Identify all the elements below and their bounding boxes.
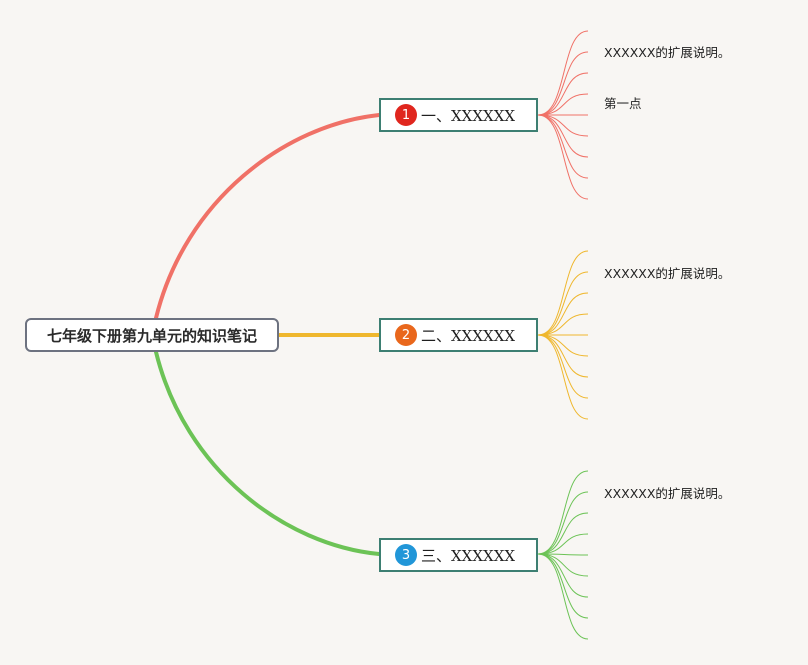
leaf-connector <box>537 470 589 555</box>
leaf-connector <box>537 334 589 420</box>
leaf-connector <box>537 93 589 116</box>
branch-topic-1-label: 一、XXXXXX <box>421 106 516 125</box>
central-topic-label: 七年级下册第九单元的知识笔记 <box>46 326 257 345</box>
leaf-connector <box>537 292 589 336</box>
branch-1-note-2[interactable]: 第一点 <box>604 96 642 111</box>
leaf-connector <box>537 114 589 158</box>
leaf-connector <box>537 512 589 555</box>
leaf-connector <box>537 250 589 336</box>
number-3-icon: 3 <box>395 544 417 566</box>
leaf-connector <box>537 51 589 116</box>
leaf-connector <box>537 533 589 555</box>
leaf-connector <box>537 334 589 378</box>
leaf-connector <box>537 334 589 357</box>
leaf-fans <box>537 30 589 640</box>
connector-branch-1 <box>154 113 381 320</box>
branch-2-note-1[interactable]: XXXXXX的扩展说明。 <box>604 266 731 281</box>
branch-topic-3-label: 三、XXXXXX <box>421 546 516 565</box>
leaf-connector <box>537 491 589 555</box>
leaf-connector <box>537 72 589 116</box>
branch-topic-3[interactable]: 3 三、XXXXXX <box>379 538 538 572</box>
branch-topic-2[interactable]: 2 二、XXXXXX <box>379 318 538 352</box>
leaf-connector <box>537 114 589 200</box>
branch-topic-2-label: 二、XXXXXX <box>421 326 516 345</box>
connector-branch-3 <box>154 350 381 556</box>
leaf-connector <box>537 30 589 116</box>
branch-3-note-1[interactable]: XXXXXX的扩展说明。 <box>604 486 731 501</box>
leaf-connector <box>537 313 589 336</box>
number-1-icon: 1 <box>395 104 417 126</box>
number-2-icon: 2 <box>395 324 417 346</box>
leaf-connector <box>537 114 589 137</box>
leaf-connector <box>537 553 589 640</box>
central-topic[interactable]: 七年级下册第九单元的知识笔记 <box>25 318 279 352</box>
branch-1-note-1[interactable]: XXXXXX的扩展说明。 <box>604 45 731 60</box>
branch-topic-1[interactable]: 1 一、XXXXXX <box>379 98 538 132</box>
leaf-connector <box>537 271 589 336</box>
leaf-connector <box>537 553 589 577</box>
